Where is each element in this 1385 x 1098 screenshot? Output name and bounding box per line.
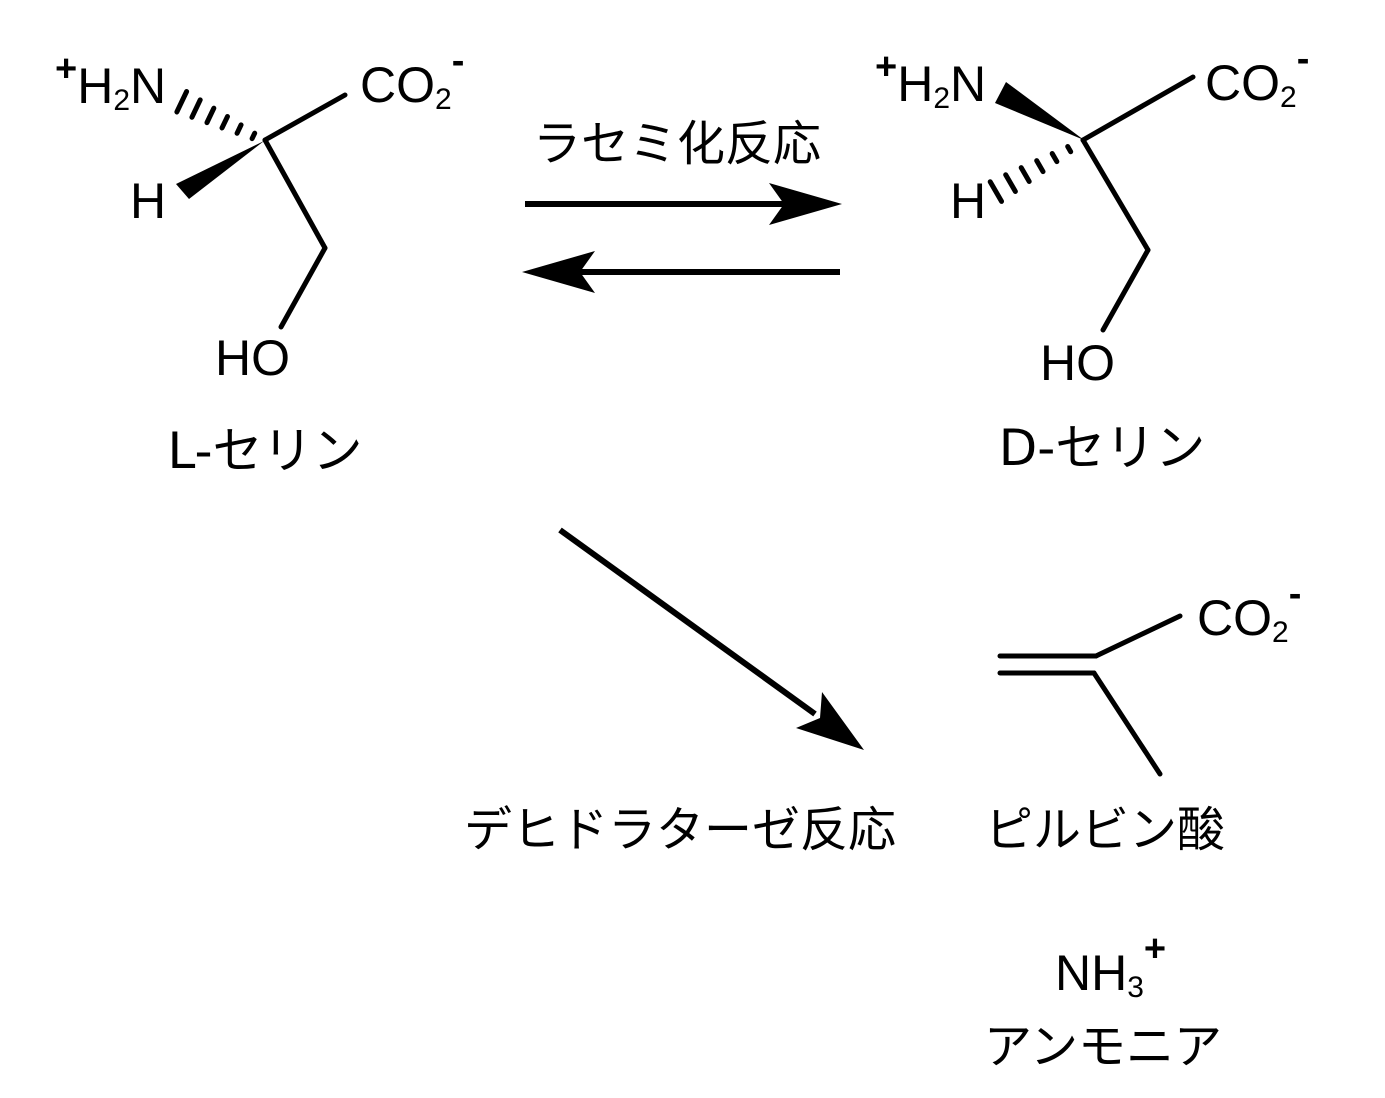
positive-charge: + [875, 46, 897, 88]
atoms-nh: NH [1055, 945, 1127, 1001]
l-serine-name: L-セリン [167, 422, 362, 480]
hash-mark [234, 122, 244, 136]
atom-n: N [130, 58, 166, 114]
bond-c-carboxylate [1093, 613, 1183, 659]
hash-mark [1049, 151, 1060, 165]
subscript: 2 [113, 84, 130, 117]
d-serine-hydrogen-label: H [950, 173, 986, 229]
hash-mark [1065, 144, 1074, 155]
racemization-equilibrium: ラセミ化反応 [522, 116, 842, 293]
l-serine-structure: +H2N CO2- H HO L-セリン [55, 40, 464, 480]
bond-c-carboxylate [262, 92, 348, 143]
atom-h: H [897, 56, 933, 112]
positive-charge: + [1144, 928, 1166, 970]
atoms-co: CO [360, 57, 435, 113]
hashed-wedge-bond [174, 89, 258, 142]
subscript: 2 [1272, 616, 1289, 649]
ammonia-product: NH3+ アンモニア [984, 928, 1222, 1075]
bond-c-carboxylate [1080, 74, 1196, 143]
d-serine-amine-label: +H2N [875, 46, 986, 115]
hash-mark [987, 179, 1005, 204]
solid-wedge-bond [995, 82, 1084, 140]
pyruvate-carboxylate-label: CO2- [1197, 573, 1301, 649]
reverse-arrow-head [522, 251, 595, 293]
atom-h: H [77, 58, 113, 114]
subscript: 2 [435, 83, 452, 116]
l-serine-hydrogen-label: H [130, 173, 166, 229]
bond-ch2-oh [278, 245, 328, 330]
solid-wedge-bond [176, 141, 264, 199]
bond-c-ch2 [262, 137, 328, 251]
d-serine-name: D-セリン [999, 419, 1206, 477]
bond-ch2-oh [1100, 247, 1151, 333]
hash-mark [204, 105, 217, 126]
negative-charge: - [1289, 573, 1302, 615]
l-serine-hydroxyl-label: HO [215, 330, 290, 386]
hash-mark [1003, 172, 1018, 194]
pyruvate-name: ピルビン酸 [985, 802, 1225, 858]
ammonia-name: アンモニア [984, 1019, 1222, 1075]
hash-mark [1018, 165, 1032, 185]
hashed-wedge-bond [987, 144, 1074, 204]
bond-c-ch2 [1080, 137, 1151, 253]
hash-mark [189, 97, 203, 120]
pyruvate-structure: CO2- ピルビン酸 [985, 573, 1301, 858]
hash-mark [1034, 158, 1046, 175]
ammonia-formula: NH3+ [1055, 928, 1166, 1004]
subscript: 2 [1280, 81, 1297, 114]
atoms-co: CO [1197, 590, 1272, 646]
d-serine-hydroxyl-label: HO [1040, 335, 1115, 391]
bond-c-substituent [1091, 670, 1163, 777]
negative-charge: - [452, 40, 465, 82]
racemization-label: ラセミ化反応 [533, 116, 821, 172]
hash-mark [219, 114, 230, 131]
subscript: 2 [933, 82, 950, 115]
dehydratase-label: デヒドラターゼ反応 [464, 802, 896, 858]
dehydratase-arrow-shaft [558, 527, 817, 717]
forward-arrow-head [769, 183, 842, 225]
hash-mark [174, 89, 190, 115]
d-serine-carboxylate-label: CO2- [1205, 38, 1309, 114]
negative-charge: - [1297, 38, 1310, 80]
l-serine-amine-label: +H2N [55, 48, 166, 117]
hash-mark [249, 130, 258, 142]
dehydratase-arrow-head [796, 692, 864, 750]
dehydratase-reaction: デヒドラターゼ反応 [464, 527, 896, 858]
positive-charge: + [55, 48, 77, 90]
subscript: 3 [1127, 971, 1144, 1004]
d-serine-structure: +H2N CO2- H HO D-セリン [875, 38, 1309, 477]
l-serine-carboxylate-label: CO2- [360, 40, 464, 116]
atoms-co: CO [1205, 55, 1280, 111]
atom-n: N [950, 56, 986, 112]
